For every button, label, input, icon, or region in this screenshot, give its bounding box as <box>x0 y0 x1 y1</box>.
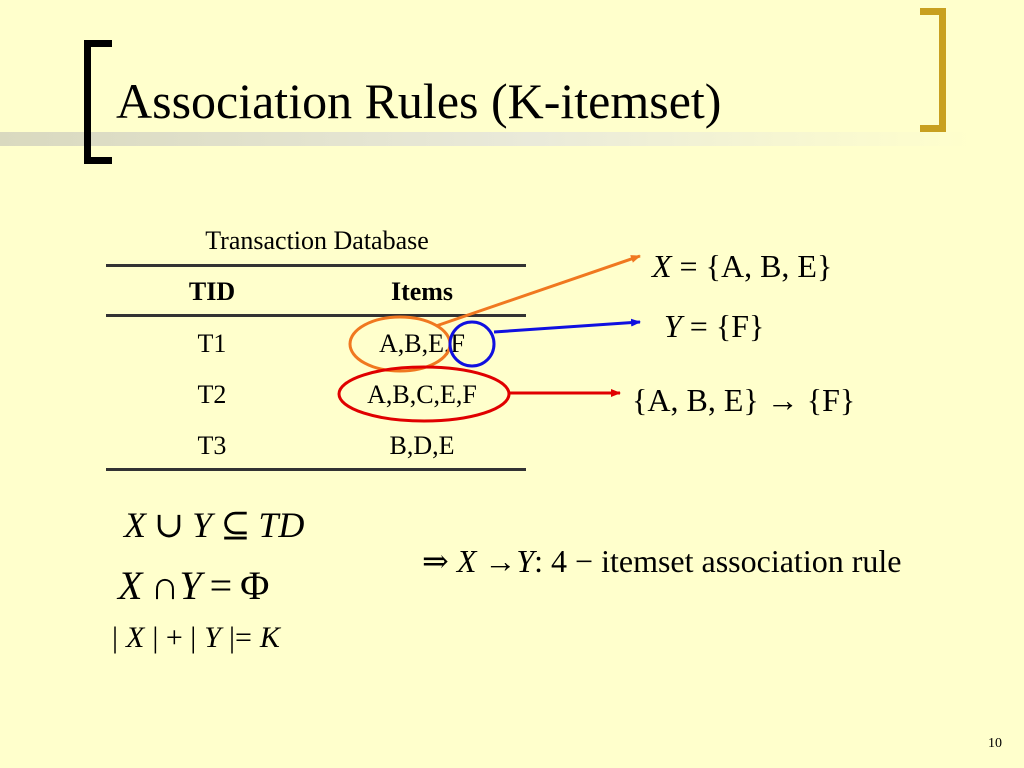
card-k: K <box>259 621 280 654</box>
conclusion-statement: ⇒X→Y: 4 − itemset association rule <box>422 541 901 581</box>
right-bracket-icon <box>920 8 946 132</box>
card-y: Y <box>204 621 221 654</box>
union-td: TD <box>258 505 305 545</box>
slide-title: Association Rules (K-itemset) <box>116 73 722 129</box>
table-rule-header <box>106 314 526 317</box>
x-set-definition: X= {A, B, E} <box>652 246 832 286</box>
union-formula: X∪Y⊆TD <box>124 505 304 545</box>
rule-expression: {A, B, E} → {F} <box>632 382 856 418</box>
card-close: |= <box>228 621 252 654</box>
card-mid: | + | <box>152 621 197 654</box>
conclusion-x: X <box>456 543 477 579</box>
row-1-tid: T1 <box>197 329 227 358</box>
inter-x: X <box>118 563 143 608</box>
conclusion-arrow: → <box>484 543 517 579</box>
union-y: Y <box>192 505 213 545</box>
row-3-items: B,D,E <box>389 431 455 460</box>
column-header-tid: TID <box>188 277 236 306</box>
card-x: X <box>126 621 145 654</box>
union-x: X <box>124 505 146 545</box>
x-set-rhs: = {A, B, E} <box>679 248 833 284</box>
y-set-var: Y <box>664 308 682 344</box>
table-rule-bottom <box>106 468 526 471</box>
table-rule-top <box>106 264 526 267</box>
x-set-var: X <box>652 248 672 284</box>
row-2-items: A,B,C,E,F <box>367 380 477 409</box>
left-bracket-icon <box>84 40 112 164</box>
page-number: 10 <box>988 736 1002 751</box>
table-caption: Transaction Database <box>205 226 429 255</box>
row-2-tid: T2 <box>197 380 227 409</box>
inter-y: Y <box>179 563 202 608</box>
inter-op: ∩ <box>150 563 180 608</box>
inter-phi: Φ <box>240 563 270 608</box>
cardinality-formula: |X| + |Y|=K <box>112 618 280 658</box>
y-set-definition: Y= {F} <box>664 306 764 346</box>
inter-eq: = <box>209 563 233 608</box>
row-3-tid: T3 <box>197 431 227 460</box>
subset-op: ⊆ <box>220 505 251 545</box>
title-band <box>0 132 972 146</box>
conclusion-y: Y <box>516 543 535 579</box>
y-set-rhs: = {F} <box>689 308 765 344</box>
card-bar-open: | <box>112 621 119 654</box>
conclusion-text: : 4 − itemset association rule <box>534 543 902 579</box>
blue-arrow-icon <box>493 318 641 334</box>
column-header-items: Items <box>390 277 454 306</box>
implies-symbol: ⇒ <box>422 543 449 579</box>
union-op: ∪ <box>154 505 185 545</box>
intersection-formula: X∩Y=Φ <box>118 566 269 606</box>
row-1-items: A,B,E,F <box>379 329 465 358</box>
